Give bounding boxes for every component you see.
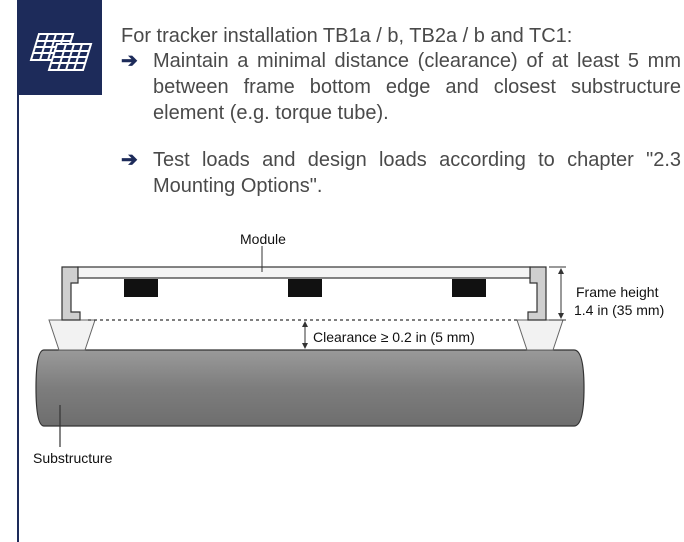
right-clamp	[516, 319, 564, 351]
bullet-clearance-text: Maintain a minimal distance (clearance) …	[153, 50, 681, 124]
module-block-3	[452, 279, 486, 297]
left-border-rule	[17, 0, 19, 542]
arrow-icon: ➔	[121, 50, 138, 72]
frame-height-value: 1.4 in (35 mm)	[574, 302, 665, 318]
clearance-label: Clearance ≥ 0.2 in (5 mm)	[313, 329, 475, 345]
module-glass	[77, 266, 531, 279]
arrow-icon: ➔	[121, 149, 138, 171]
intro-text: For tracker installation TB1a / b, TB2a …	[121, 25, 573, 47]
substructure-tube	[35, 349, 585, 427]
module-label: Module	[240, 231, 286, 247]
header-icon-box	[17, 0, 102, 95]
left-clamp	[48, 319, 96, 351]
bullet-clearance: ➔ Maintain a minimal distance (clearance…	[121, 48, 681, 126]
module-block-2	[288, 279, 322, 297]
right-frame	[527, 266, 547, 321]
substructure-label: Substructure	[33, 450, 113, 466]
bullet-test-loads: ➔ Test loads and design loads according …	[121, 147, 681, 199]
solar-panels-icon	[29, 33, 93, 71]
frame-height-label: Frame height	[576, 284, 659, 300]
bullet-test-loads-text: Test loads and design loads according to…	[153, 149, 681, 197]
left-frame	[61, 266, 81, 321]
module-block-1	[124, 279, 158, 297]
